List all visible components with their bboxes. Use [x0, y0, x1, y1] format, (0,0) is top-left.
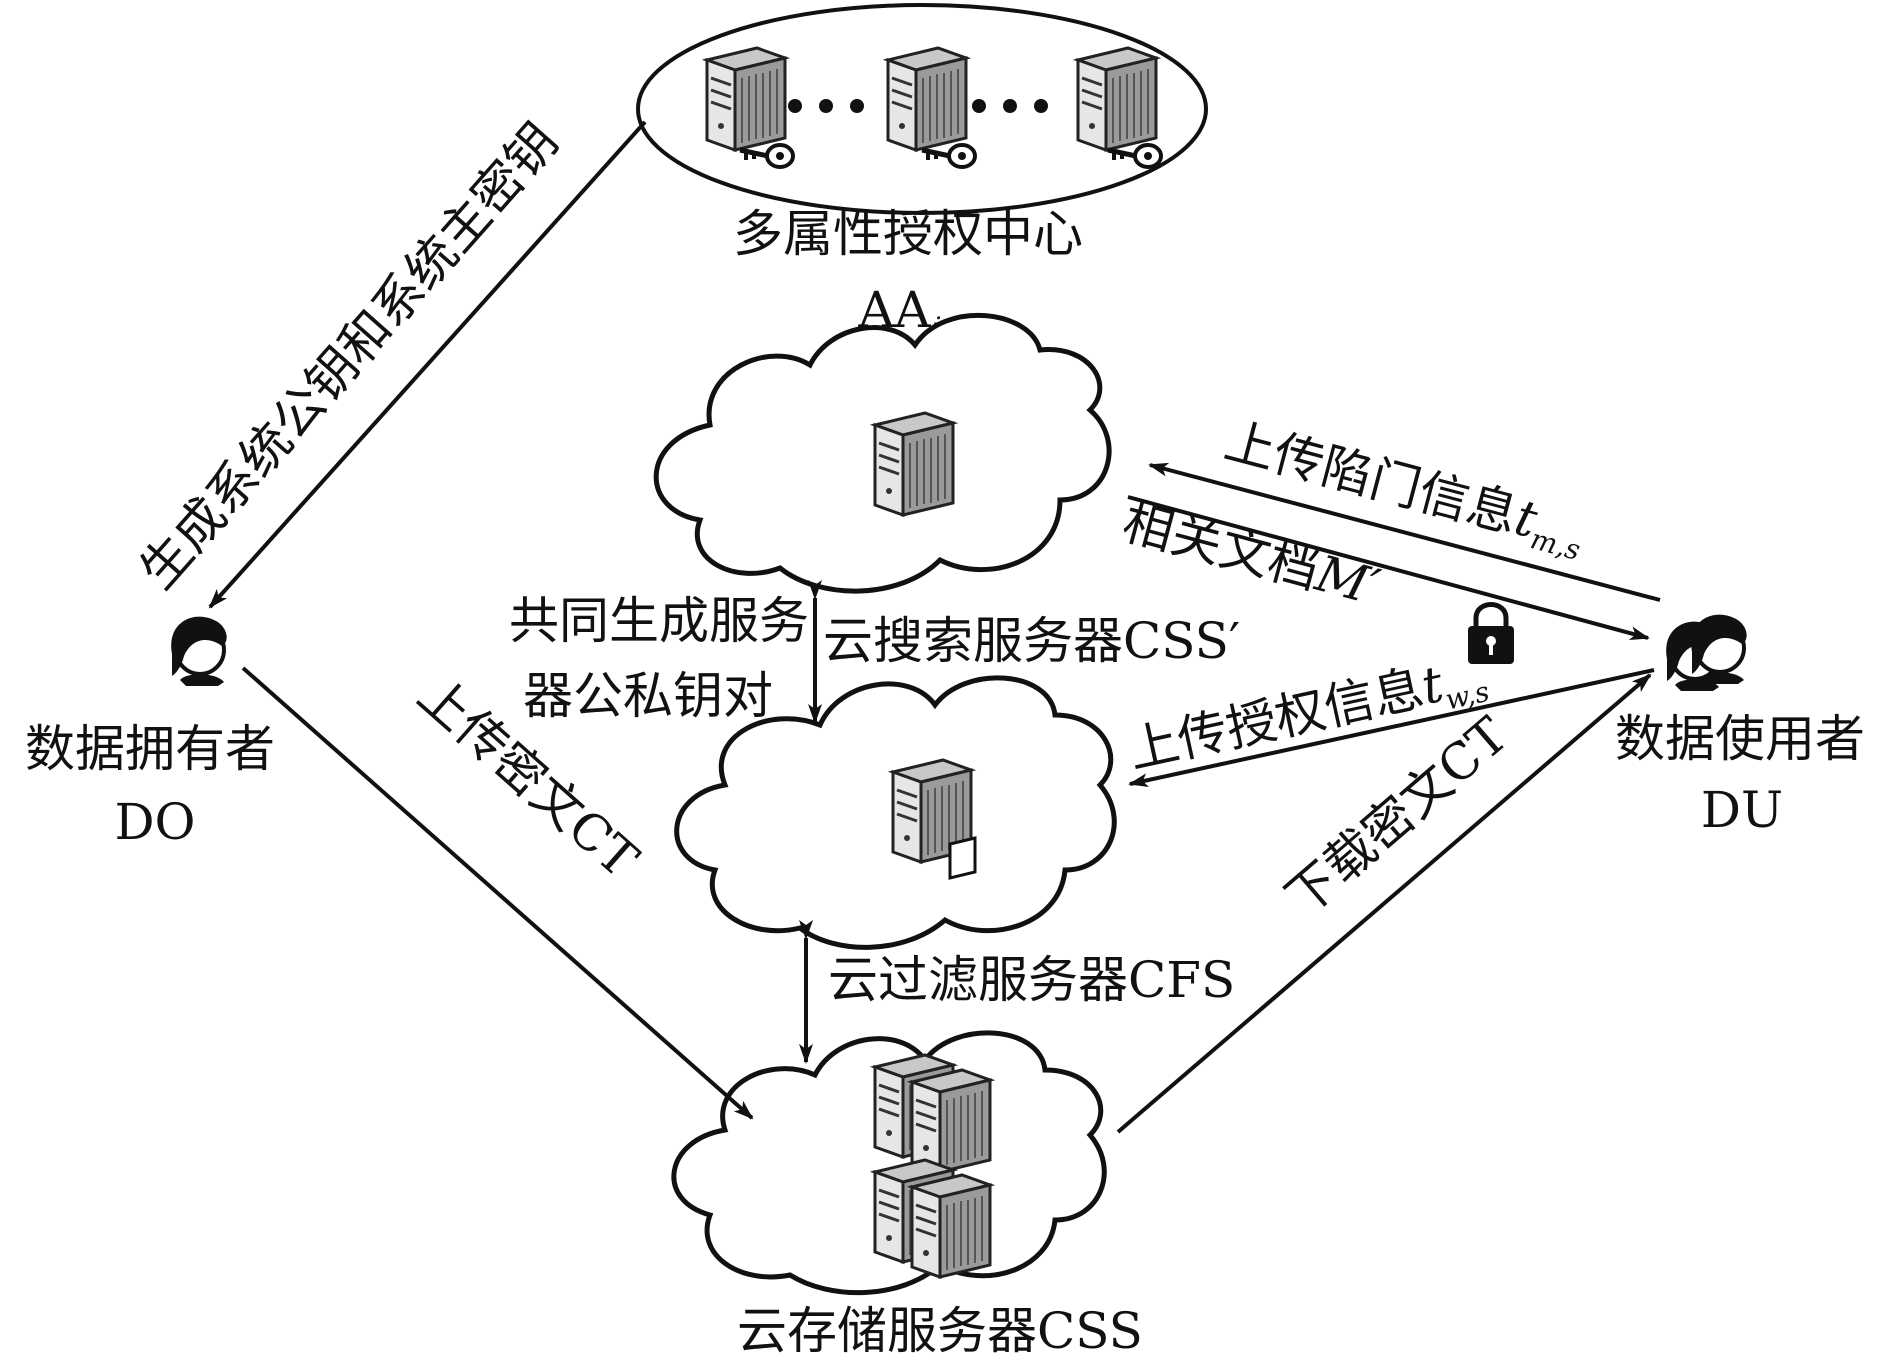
- gen-keys-label: 生成系统公钥和系统主密钥: [129, 112, 570, 600]
- data-owner-abbr: DO: [114, 793, 195, 851]
- ellipsis-dots: [788, 99, 1048, 113]
- data-user-abbr: DU: [1701, 781, 1783, 839]
- search-server-label: 云搜索服务器CSS′: [823, 612, 1240, 670]
- server-icon: [873, 411, 955, 517]
- co-generate-line2: 器公私钥对: [523, 667, 773, 725]
- data-owner-label: 数据拥有者: [25, 720, 275, 778]
- upload-trapdoor-sub: m,s: [1527, 522, 1584, 567]
- aa-center-label: 多属性授权中心: [733, 205, 1083, 263]
- user-icon: [169, 614, 229, 688]
- upload-auth-arrow: [1128, 668, 1655, 788]
- server-icon: [886, 46, 968, 152]
- storage-cloud-icon: [671, 1030, 1107, 1296]
- storage-server-label: 云存储服务器CSS: [737, 1302, 1143, 1360]
- upload-auth-sub: w,s: [1442, 675, 1492, 717]
- document-icon: [948, 836, 977, 880]
- filter-server-label: 云过滤服务器CFS: [828, 951, 1235, 1009]
- search-server-text: 云搜索服务器CSS: [823, 612, 1229, 670]
- lock-icon: [1468, 602, 1514, 664]
- authority-center: [636, 3, 1208, 215]
- server-icon: [1076, 46, 1158, 152]
- search-server-prime: ′: [1229, 612, 1240, 670]
- download-ct-arrow: [1116, 673, 1652, 1134]
- upload-auth-text: 上传授权信息: [1123, 659, 1428, 780]
- gen-keys-arrow: [208, 120, 647, 609]
- data-user-label: 数据使用者: [1615, 710, 1865, 768]
- related-docs-label: 相关文档M′: [1117, 493, 1386, 617]
- server-icon: [705, 46, 787, 152]
- upload-ct-arrow: [241, 666, 754, 1120]
- related-docs-arrow: [1127, 495, 1650, 641]
- server-icon: [910, 1068, 992, 1174]
- server-icon: [910, 1173, 992, 1279]
- co-generate-line1: 共同生成服务: [509, 592, 809, 650]
- related-docs-text: 相关文档: [1117, 493, 1325, 601]
- upload-trapdoor-arrow: [1148, 462, 1661, 602]
